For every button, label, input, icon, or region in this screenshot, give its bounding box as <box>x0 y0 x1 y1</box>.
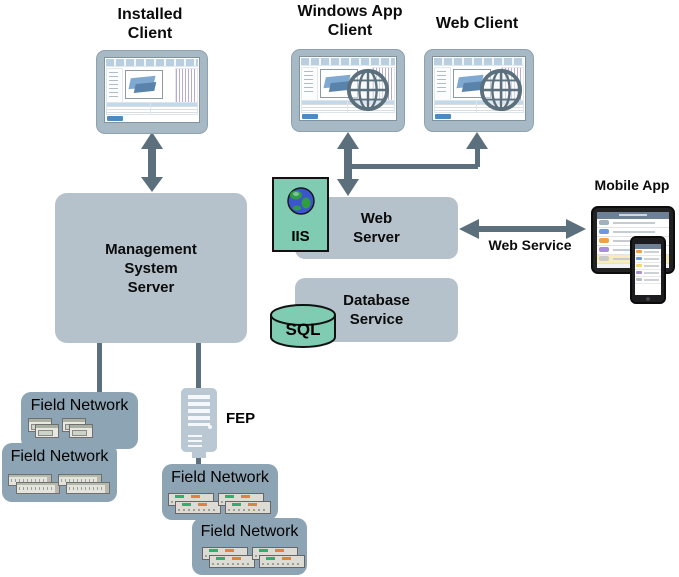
field-network-box: Field Network <box>162 464 278 520</box>
iis-icon: IIS <box>272 177 329 252</box>
web-client-monitor-icon <box>424 49 534 132</box>
screen-tree-panel <box>301 67 318 101</box>
web-client-label: Web Client <box>435 15 519 32</box>
fep-slots <box>188 435 202 447</box>
screen-button <box>435 114 451 119</box>
controller-device-icon <box>66 482 110 494</box>
phone-app-header <box>635 244 661 249</box>
sql-database-icon <box>270 304 336 348</box>
screen-button <box>302 114 318 119</box>
screen-tree-panel <box>106 68 123 103</box>
phone-icon <box>630 236 666 304</box>
screen-list-panel <box>434 100 481 113</box>
field-network-label: Field Network <box>10 448 109 465</box>
phone-list-row <box>635 263 661 270</box>
tablet-app-header <box>597 212 669 219</box>
database-service-label: Database Service <box>343 292 410 328</box>
globe-icon <box>479 68 523 112</box>
field-network-label: Field Network <box>171 469 269 486</box>
screen-list-panel <box>150 102 198 115</box>
screen-toolbar <box>434 58 524 66</box>
globe-icon <box>346 68 390 112</box>
screen-plant-image <box>125 70 163 99</box>
field-network-box: Field Network <box>21 392 138 449</box>
windows-app-client-monitor-icon <box>291 49 405 132</box>
controller-device-icon <box>209 555 255 568</box>
controller-device-icon <box>225 501 271 514</box>
fep-label: FEP <box>226 410 256 427</box>
screen-trend-chart <box>175 68 198 103</box>
web-service-label: Web Service <box>488 237 572 253</box>
controller-device-icon <box>16 482 60 494</box>
screen-button <box>107 116 123 121</box>
sql-label: SQL <box>285 320 321 339</box>
iis-label: IIS <box>291 228 310 245</box>
phone-list-row <box>635 249 661 256</box>
fep-server-icon <box>181 388 217 458</box>
screen-toolbar <box>106 59 198 67</box>
fep-base <box>192 451 206 458</box>
web-server-label: Web Server <box>353 210 400 246</box>
phone-list-row <box>635 270 661 277</box>
field-network-label: Field Network <box>200 523 299 540</box>
controller-device-icon <box>259 555 305 568</box>
arrow-windows-client-webserver <box>337 132 359 196</box>
management-system-server-box: Management System Server <box>55 193 247 343</box>
tablet-list-row <box>597 219 669 228</box>
arrow-web-client-branch <box>348 132 488 169</box>
controller-device-icon <box>69 424 93 438</box>
screen-tree-panel <box>434 67 451 101</box>
fep-vents <box>188 395 210 426</box>
phone-screen <box>635 244 661 295</box>
controller-device-icon <box>35 424 59 438</box>
phone-home-button <box>646 297 650 301</box>
phone-list-row <box>635 256 661 263</box>
fep-power-light <box>208 425 212 429</box>
monitor-screen <box>104 57 200 123</box>
field-network-label: Field Network <box>30 397 129 414</box>
controller-device-icon <box>175 501 221 514</box>
arrow-web-service <box>459 219 586 239</box>
screen-toolbar <box>301 58 395 66</box>
windows-app-client-label: Windows App Client <box>297 3 403 39</box>
management-system-server-label: Management System Server <box>105 240 197 296</box>
screen-list-panel <box>106 102 153 115</box>
earth-globe-icon <box>286 187 315 215</box>
mobile-app-label: Mobile App <box>594 177 670 193</box>
arrow-installed-client-server <box>141 132 163 192</box>
screen-list-panel <box>301 100 348 113</box>
phone-list-row <box>635 277 661 284</box>
field-network-box: Field Network <box>192 518 307 575</box>
field-network-box: Field Network <box>2 443 117 502</box>
installed-client-monitor-icon <box>96 50 208 134</box>
installed-client-label: Installed Client <box>117 6 183 42</box>
